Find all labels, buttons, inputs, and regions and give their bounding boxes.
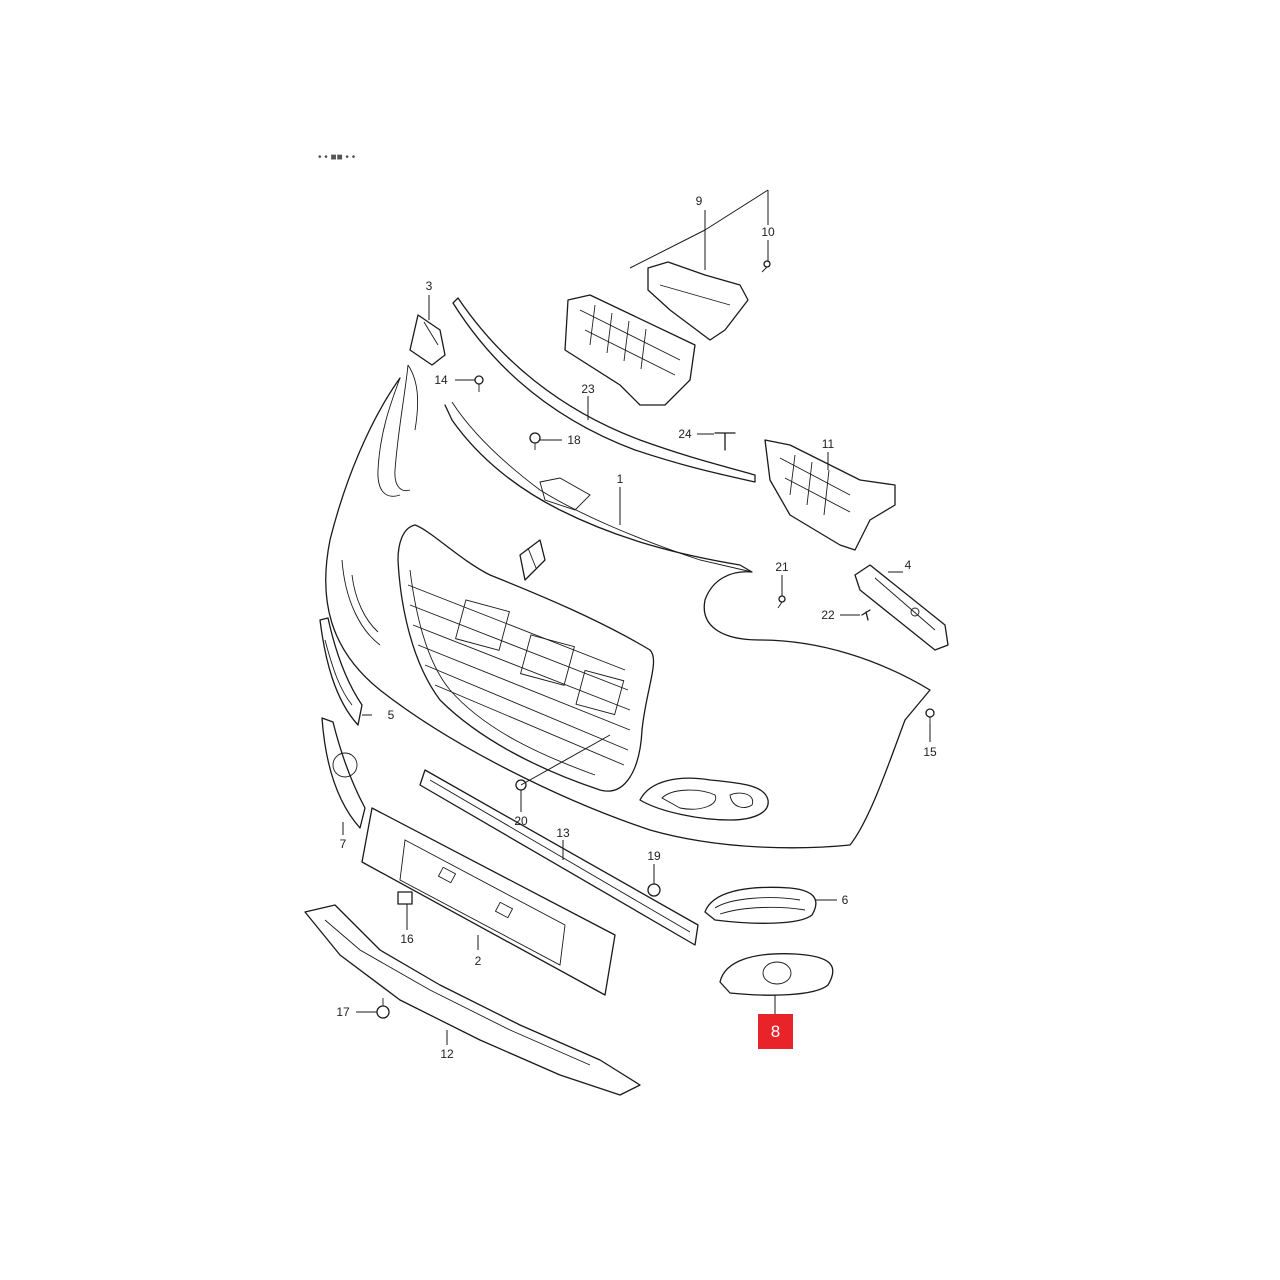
callout-18: 18 [567,433,581,447]
part-6-fog-lamp-cover [704,886,817,924]
callout-labels: 1 2 3 4 5 6 7 9 10 11 12 13 14 15 16 17 … [336,194,937,1061]
callout-16: 16 [400,932,414,946]
fastener-14 [474,375,484,392]
fastener-15 [925,708,935,724]
part-12-lower-undercover [304,904,641,1096]
callout-5: 5 [388,708,395,722]
callout-9: 9 [696,194,703,208]
leader-lines [342,189,931,1045]
callout-4: 4 [905,558,912,572]
part-13-bumper-reinforcement [419,769,699,946]
callout-11: 11 [822,437,835,451]
part-11-side-grille-bracket [764,439,896,551]
part-2-license-plate-panel [361,807,616,996]
callout-23: 23 [581,382,595,396]
fastener-10 [761,260,771,273]
fastener-16 [397,891,413,905]
callout-13: 13 [556,826,570,840]
part-4-side-bracket [854,564,949,651]
highlighted-callout-8[interactable]: 8 [758,1014,793,1049]
callout-6: 6 [842,893,849,907]
callout-10: 10 [761,225,775,239]
fastener-22 [861,609,871,621]
part-8-fog-lamp-bezel [719,953,834,996]
callout-14: 14 [434,373,448,387]
fastener-21 [777,595,786,609]
part-23-upper-molding [452,297,756,483]
part-3-side-bracket [409,314,446,366]
callout-2: 2 [475,954,482,968]
callout-24: 24 [678,427,692,441]
callout-7: 7 [340,837,347,851]
callout-12: 12 [440,1047,454,1061]
highlighted-callout-label: 8 [770,1021,781,1041]
part-9-upper-bracket [564,261,749,406]
fastener-24 [714,432,736,451]
callout-15: 15 [923,745,937,759]
callout-22: 22 [821,608,835,622]
fastener-19 [647,883,661,897]
callout-21: 21 [775,560,789,574]
part-5-side-garnish [319,617,363,726]
callout-20: 20 [514,814,528,828]
part-1-bumper-cover [325,364,931,849]
callout-17: 17 [336,1005,350,1019]
header-fragment: • • ■■ • • [318,152,356,163]
part-7-fog-cover-left [321,717,366,829]
callout-3: 3 [426,279,433,293]
fastener-17 [376,998,390,1019]
callout-1: 1 [617,472,624,486]
fastener-18 [529,432,541,450]
callout-19: 19 [647,849,661,863]
